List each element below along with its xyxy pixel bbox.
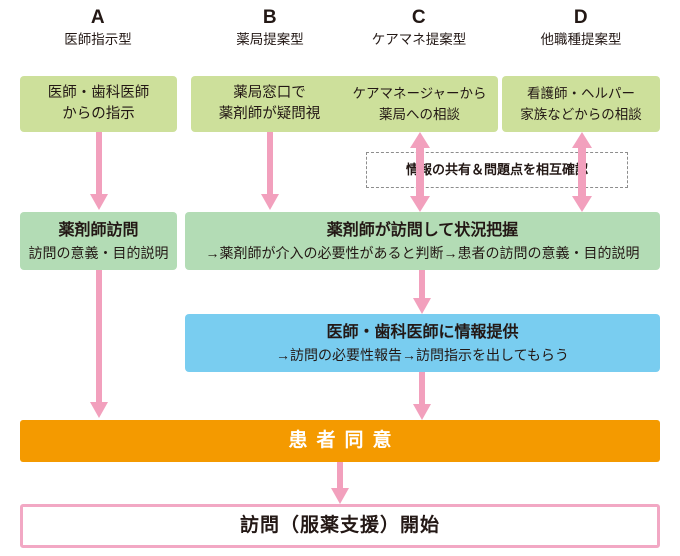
shared-info-note: 情報の共有＆問題点を相互確認 <box>405 162 588 177</box>
origin-box-b: 薬局窓口で 薬剤師が疑問視 <box>191 76 348 132</box>
column-header-a: A 医師指示型 <box>18 8 178 49</box>
origin-box-d-line1: 看護師・ヘルパー <box>527 86 635 101</box>
visit-box-wide-subtitle: →薬剤師が介入の必要性があると判断→患者の訪問の意義・目的説明 <box>205 244 640 261</box>
arrow-down-b-origin-to-visit <box>261 132 279 212</box>
column-caption-d: 他職種提案型 <box>540 32 622 47</box>
consent-bar: 患者同意 <box>20 420 660 462</box>
column-header-d: D 他職種提案型 <box>501 8 661 49</box>
visit-box-left-subtitle: 訪問の意義・目的説明 <box>28 244 169 261</box>
report-box: 医師・歯科医師に情報提供 →訪問の必要性報告→訪問指示を出してもらう <box>185 314 660 372</box>
column-letter-a: A <box>90 7 106 28</box>
origin-box-d: 看護師・ヘルパー 家族などからの相談 <box>502 76 660 132</box>
origin-box-a-line2: からの指示 <box>62 106 135 122</box>
column-caption-c: ケアマネ提案型 <box>371 32 467 47</box>
final-box-label: 訪問（服薬支援）開始 <box>239 515 440 536</box>
origin-box-a-line1: 医師・歯科医師 <box>47 85 150 101</box>
visit-box-left-title: 薬剤師訪問 <box>58 221 139 239</box>
visit-box-wide-title: 薬剤師が訪問して状況把握 <box>326 221 519 239</box>
column-letter-b: B <box>262 7 278 28</box>
origin-box-a: 医師・歯科医師 からの指示 <box>20 76 177 132</box>
column-letter-c: C <box>411 7 427 28</box>
origin-box-b-line2: 薬剤師が疑問視 <box>218 106 321 122</box>
visit-box-left: 薬剤師訪問 訪問の意義・目的説明 <box>20 212 177 270</box>
column-caption-b: 薬局提案型 <box>236 32 304 47</box>
column-letter-d: D <box>573 7 589 28</box>
column-header-b: B 薬局提案型 <box>190 8 350 49</box>
arrow-down-report-to-consent <box>413 372 431 421</box>
origin-box-d-line2: 家族などからの相談 <box>520 107 642 122</box>
origin-box-b-line1: 薬局窓口で <box>233 85 306 101</box>
shared-info-dashed-box: 情報の共有＆問題点を相互確認 <box>366 152 628 188</box>
report-box-subtitle: →訪問の必要性報告→訪問指示を出してもらう <box>276 346 569 363</box>
arrow-double-c-share <box>410 132 430 212</box>
arrow-double-d-share <box>572 132 592 212</box>
origin-box-c-line1: ケアマネージャーから <box>352 86 487 101</box>
origin-box-c-line2: 薬局への相談 <box>379 107 460 122</box>
arrow-down-consent-to-final <box>331 462 349 505</box>
final-box: 訪問（服薬支援）開始 <box>20 504 660 548</box>
origin-box-c: ケアマネージャーから 薬局への相談 <box>341 76 498 132</box>
consent-bar-label: 患者同意 <box>288 430 401 451</box>
report-box-title: 医師・歯科医師に情報提供 <box>326 323 519 341</box>
arrow-down-a-visit-to-consent <box>90 270 108 420</box>
column-caption-a: 医師指示型 <box>64 32 132 47</box>
column-header-c: C ケアマネ提案型 <box>339 8 499 49</box>
visit-box-wide: 薬剤師が訪問して状況把握 →薬剤師が介入の必要性があると判断→患者の訪問の意義・… <box>185 212 660 270</box>
arrow-down-a-origin-to-visit <box>90 132 108 212</box>
arrow-down-visit-to-report <box>413 270 431 315</box>
